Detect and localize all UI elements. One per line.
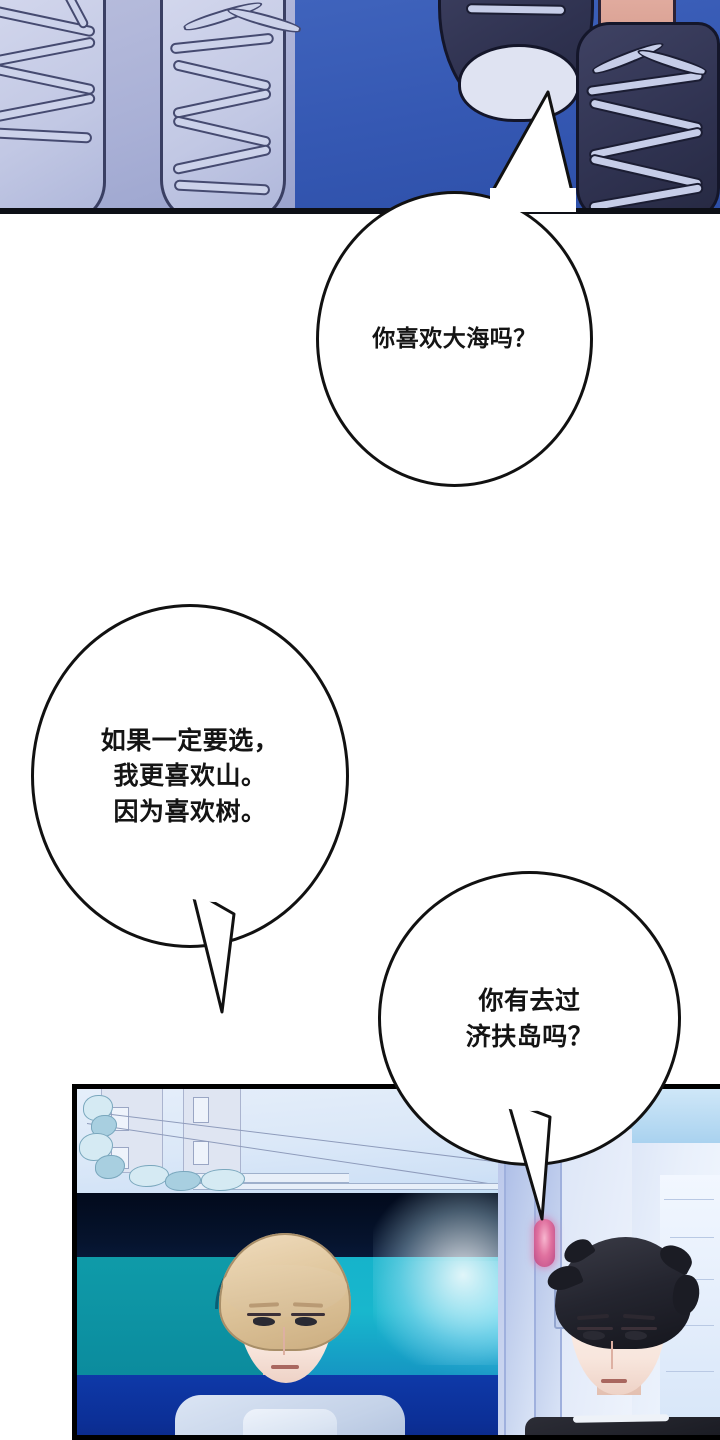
speech-bubble-question-sea: 你喜欢大海吗？ [316,191,593,487]
eye [583,1331,605,1340]
speech-bubble-tail-2 [178,880,258,1014]
eye [253,1317,275,1326]
speech-bubble-1-text: 你喜欢大海吗？ [372,325,537,352]
outside-detail [674,1325,714,1326]
shirt [243,1409,337,1435]
nose [283,1327,285,1355]
shoelace [465,3,567,16]
eyelid [247,1313,281,1316]
mouth [601,1379,627,1383]
eyelid [621,1327,657,1330]
foliage [129,1165,169,1187]
speech-bubble-tail-3 [498,1095,576,1221]
foliage [91,1115,117,1137]
eyelid [291,1313,325,1316]
speech-bubble-2-text: 如果一定要选， 我更喜欢山。 因为喜欢树。 [100,725,280,826]
eye [295,1317,317,1326]
awning [193,1183,423,1190]
outside-detail [664,1199,714,1200]
nose [611,1341,613,1369]
building-window [193,1141,209,1165]
panel-sneakers [0,0,720,214]
outside-detail [670,1237,714,1238]
speech-bubble-tail-1 [490,90,576,212]
panel-bus-interior [72,1084,720,1440]
eyelid [577,1327,613,1330]
mouth [271,1365,299,1369]
foliage [95,1155,125,1179]
stop-request-button[interactable] [534,1219,555,1267]
eye [625,1331,647,1340]
foliage [165,1171,201,1191]
sneaker-toecap [458,44,580,122]
outside-detail [666,1371,714,1372]
building [183,1089,241,1175]
building-window [193,1097,209,1123]
awning [173,1173,349,1183]
foliage [201,1169,245,1191]
speech-bubble-3-text: 你有去过 济扶岛吗？ [465,986,594,1051]
